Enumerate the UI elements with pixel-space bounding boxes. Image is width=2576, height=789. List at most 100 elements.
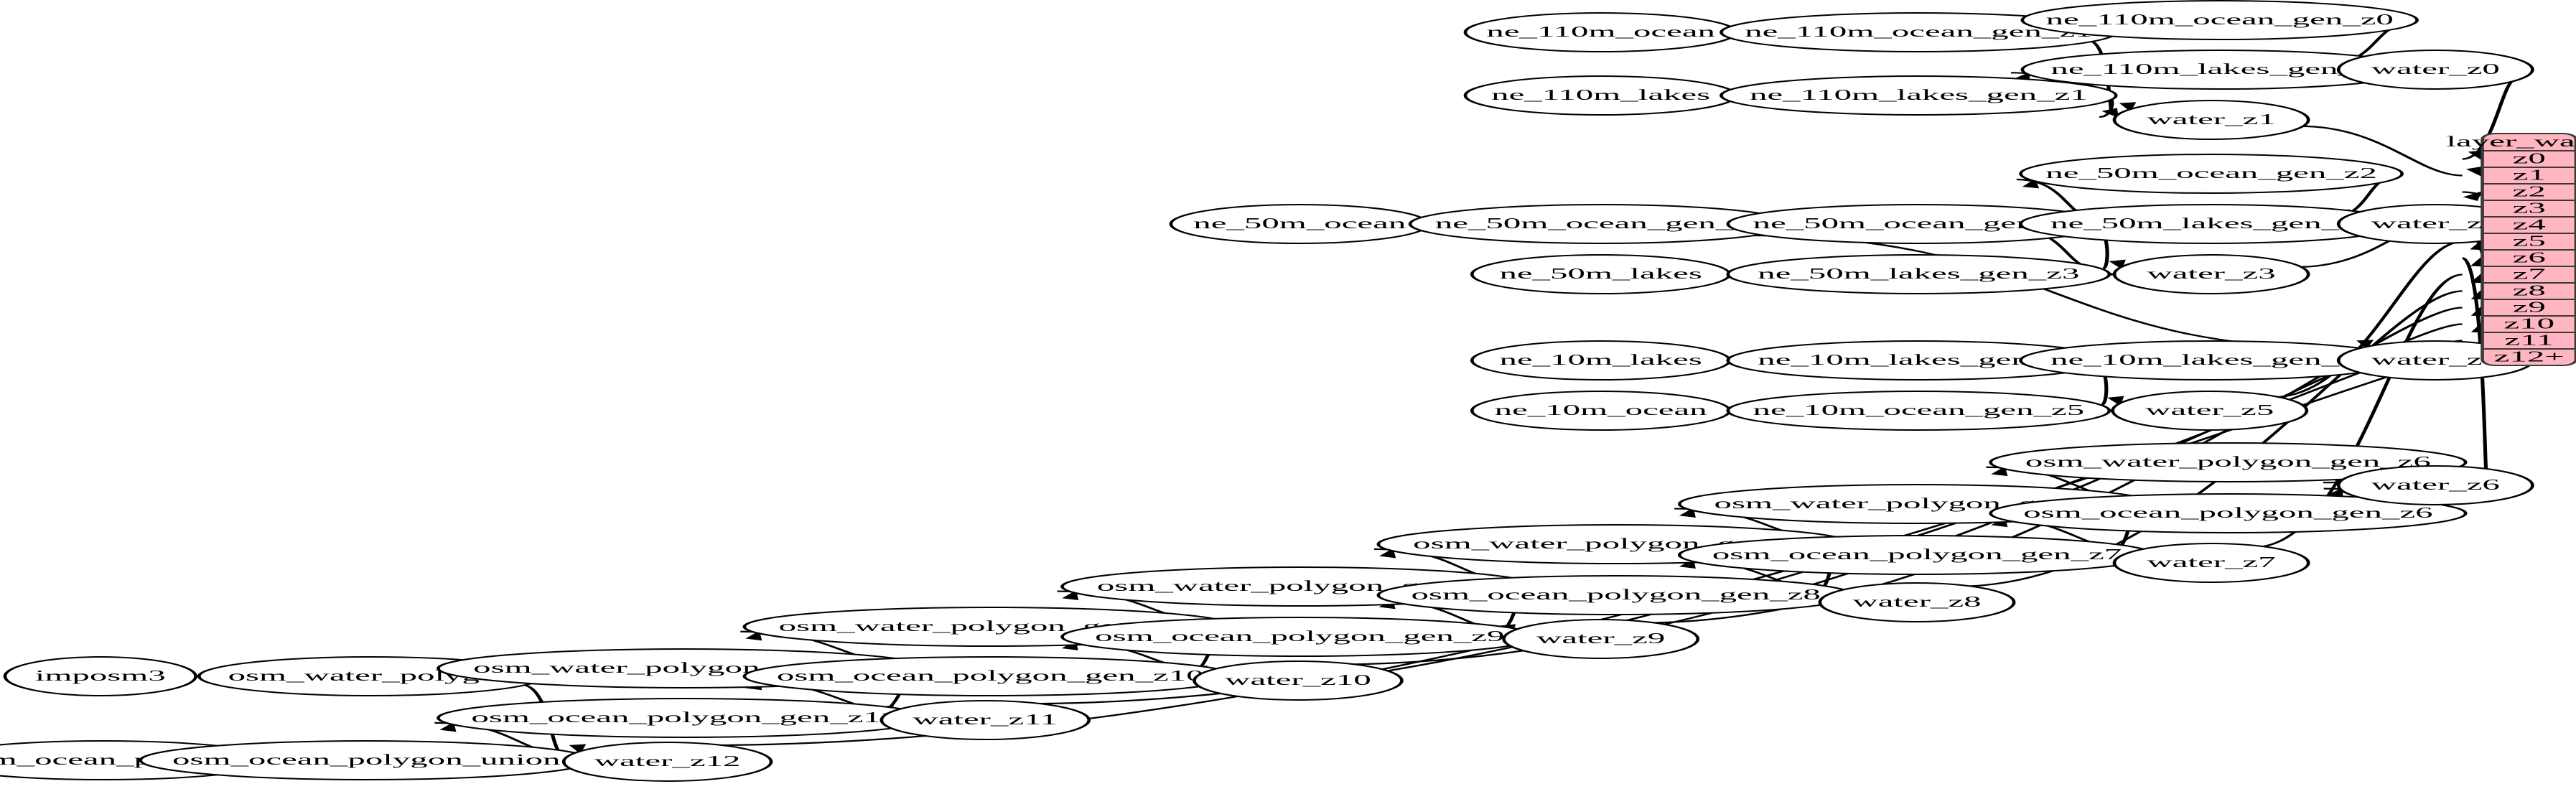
- node-shape: [2111, 391, 2309, 431]
- node-label: ne_110m_ocean: [1486, 23, 1715, 39]
- graph-node-osm_water_polygon_gen_z6[interactable]: osm_water_polygon_gen_z6: [1989, 442, 2468, 482]
- graph-node-ne_10m_lakes[interactable]: ne_10m_lakes: [1470, 340, 1732, 381]
- graph-node-water_z11[interactable]: water_z11: [879, 700, 1091, 740]
- node-shape: [3, 656, 197, 696]
- graph-node-osm_ocean_polygon_union[interactable]: osm_ocean_polygon_union: [139, 740, 594, 780]
- graph-node-water_z10[interactable]: water_z10: [1193, 660, 1404, 701]
- graph-node-ne_50m_lakes[interactable]: ne_50m_lakes: [1470, 254, 1732, 294]
- graph-node-ne_50m_ocean[interactable]: ne_50m_ocean: [1169, 204, 1431, 244]
- node-shape: [1726, 254, 2111, 294]
- record-row-z3[interactable]: z3: [2513, 200, 2546, 216]
- node-label: osm_ocean_polygon_gen_z6: [2023, 504, 2432, 520]
- node-label: osm_water_polygon_gen_z6: [2025, 453, 2431, 470]
- graph-node-water_z7[interactable]: water_z7: [2112, 543, 2310, 583]
- graph-node-ne_110m_ocean_gen_z1[interactable]: ne_110m_ocean_gen_z1: [1719, 12, 2118, 52]
- record-row-z5[interactable]: z5: [2513, 233, 2546, 249]
- node-shape: [1818, 582, 2016, 622]
- edge-arrowhead: [569, 744, 587, 754]
- graph-node-osm_ocean_polygon_gen_z7[interactable]: osm_ocean_polygon_gen_z7: [1677, 535, 2157, 575]
- record-row-z10[interactable]: z10: [2503, 315, 2554, 332]
- node-label: water_z2: [2371, 215, 2500, 231]
- node-shape: [1719, 75, 2118, 116]
- edge-arrowhead: [2119, 102, 2137, 112]
- node-label: water_z11: [913, 711, 1058, 727]
- node-label: ne_10m_lakes_gen_z5: [1758, 351, 2079, 368]
- node-label: osm_ocean_polygon_gen_z11: [471, 709, 897, 725]
- node-label: ne_50m_ocean_gen_z4: [1435, 215, 1767, 231]
- graph-node-water_z6[interactable]: water_z6: [2336, 465, 2534, 505]
- node-label: ne_50m_lakes: [1499, 265, 1702, 281]
- node-label: osm_ocean_polygon_gen_z7: [1712, 546, 2122, 562]
- node-shape: [1726, 391, 2111, 431]
- graph-node-ne_10m_lakes_gen_z4[interactable]: ne_10m_lakes_gen_z4: [2019, 340, 2404, 381]
- node-label: ne_50m_ocean: [1193, 215, 1406, 231]
- record-row-z0[interactable]: z0: [2513, 150, 2546, 167]
- node-label: water_z3: [2147, 265, 2275, 281]
- node-label: water_z7: [2147, 554, 2275, 570]
- graph-node-osm_ocean_polygon_gen_z8[interactable]: osm_ocean_polygon_gen_z8: [1376, 575, 1855, 615]
- graph-node-water_z8[interactable]: water_z8: [1818, 582, 2016, 622]
- graph-node-ne_110m_ocean_gen_z0[interactable]: ne_110m_ocean_gen_z0: [2020, 0, 2419, 40]
- node-label: water_z4: [2371, 351, 2500, 368]
- node-label: ne_10m_lakes: [1499, 351, 1702, 368]
- graph-node-imposm3[interactable]: imposm3: [3, 656, 197, 696]
- graph-node-osm_ocean_polygon_gen_z9[interactable]: osm_ocean_polygon_gen_z9: [1060, 617, 1539, 657]
- graph-node-ne_50m_ocean_gen_z4[interactable]: ne_50m_ocean_gen_z4: [1408, 204, 1793, 244]
- record-row-z1[interactable]: z1: [2513, 167, 2546, 183]
- node-shape: [1989, 442, 2468, 482]
- graph-node-ne_110m_lakes_gen_z0[interactable]: ne_110m_lakes_gen_z0: [2020, 50, 2419, 90]
- graph-node-ne_50m_lakes_gen_z3[interactable]: ne_50m_lakes_gen_z3: [1726, 254, 2111, 294]
- graph-node-water_z0[interactable]: water_z0: [2336, 50, 2534, 90]
- record-row-z9[interactable]: z9: [2513, 299, 2546, 315]
- node-shape: [1989, 493, 2468, 533]
- graph-node-water_z5[interactable]: water_z5: [2111, 391, 2309, 431]
- node-label: osm_ocean_polygon_gen_z9: [1095, 627, 1504, 644]
- edge-water_z5-to-layer_water_z5: [2271, 241, 2463, 398]
- edge-arrowhead: [2101, 108, 2119, 118]
- nodes-layer: imposm3osm_water_polygonosm_ocean_polygo…: [0, 0, 2534, 782]
- node-shape: [2336, 50, 2534, 90]
- graph-node-ne_10m_ocean_gen_z5[interactable]: ne_10m_ocean_gen_z5: [1726, 391, 2111, 431]
- edge-water_z1-to-layer_water_z1: [2300, 125, 2463, 177]
- graph-node-ne_110m_ocean[interactable]: ne_110m_ocean: [1463, 12, 1738, 52]
- graph-node-ne_10m_lakes_gen_z5[interactable]: ne_10m_lakes_gen_z5: [1726, 340, 2111, 381]
- graph-node-water_z1[interactable]: water_z1: [2112, 100, 2310, 140]
- node-shape: [2336, 465, 2534, 505]
- graph-node-water_z12[interactable]: water_z12: [561, 742, 773, 782]
- node-label: water_z9: [1536, 630, 1665, 646]
- record-row-z2[interactable]: z2: [2513, 183, 2546, 200]
- node-label: water_z0: [2371, 60, 2500, 77]
- node-shape: [2112, 543, 2310, 583]
- node-label: imposm3: [35, 667, 166, 683]
- node-label: ne_110m_lakes_gen_z1: [1750, 86, 2088, 103]
- node-shape: [2019, 154, 2404, 194]
- record-row-z8[interactable]: z8: [2513, 282, 2546, 299]
- record-table-title: layer_water: [2446, 133, 2576, 149]
- graph-node-ne_10m_ocean[interactable]: ne_10m_ocean: [1470, 391, 1732, 431]
- node-label: water_z6: [2371, 476, 2500, 492]
- node-label: osm_ocean_polygon_gen_z8: [1411, 586, 1820, 602]
- graph-node-ne_110m_lakes[interactable]: ne_110m_lakes: [1463, 75, 1738, 116]
- graph-node-ne_110m_lakes_gen_z1[interactable]: ne_110m_lakes_gen_z1: [1719, 75, 2118, 116]
- graph-node-water_z9[interactable]: water_z9: [1502, 619, 1700, 659]
- record-row-z6[interactable]: z6: [2513, 249, 2546, 266]
- node-label: ne_50m_ocean_gen_z2: [2045, 164, 2377, 181]
- node-label: ne_10m_ocean: [1495, 401, 1707, 418]
- graph-node-osm_ocean_polygon_gen_z10[interactable]: osm_ocean_polygon_gen_z10: [742, 656, 1238, 696]
- graph-node-ne_50m_ocean_gen_z2[interactable]: ne_50m_ocean_gen_z2: [2019, 154, 2404, 194]
- graph-node-ne_50m_ocean_gen_z3[interactable]: ne_50m_ocean_gen_z3: [1726, 204, 2111, 244]
- graph-node-osm_ocean_polygon_gen_z11[interactable]: osm_ocean_polygon_gen_z11: [437, 698, 932, 738]
- record-row-z12plus[interactable]: z12+: [2494, 348, 2565, 365]
- graph-node-osm_ocean_polygon_gen_z6[interactable]: osm_ocean_polygon_gen_z6: [1989, 493, 2468, 533]
- node-label: water_z12: [594, 752, 741, 769]
- node-label: osm_ocean_polygon_union: [172, 751, 561, 767]
- node-label: water_z10: [1225, 671, 1371, 688]
- record-row-z7[interactable]: z7: [2513, 266, 2546, 282]
- record-row-z11[interactable]: z11: [2504, 332, 2554, 348]
- node-label: water_z1: [2147, 111, 2275, 127]
- node-shape: [879, 700, 1091, 740]
- graph-node-water_z3[interactable]: water_z3: [2112, 254, 2310, 294]
- record-row-z4[interactable]: z4: [2513, 216, 2546, 233]
- node-label: ne_50m_lakes_gen_z3: [1758, 265, 2079, 281]
- node-label: ne_10m_lakes_gen_z4: [2050, 351, 2372, 368]
